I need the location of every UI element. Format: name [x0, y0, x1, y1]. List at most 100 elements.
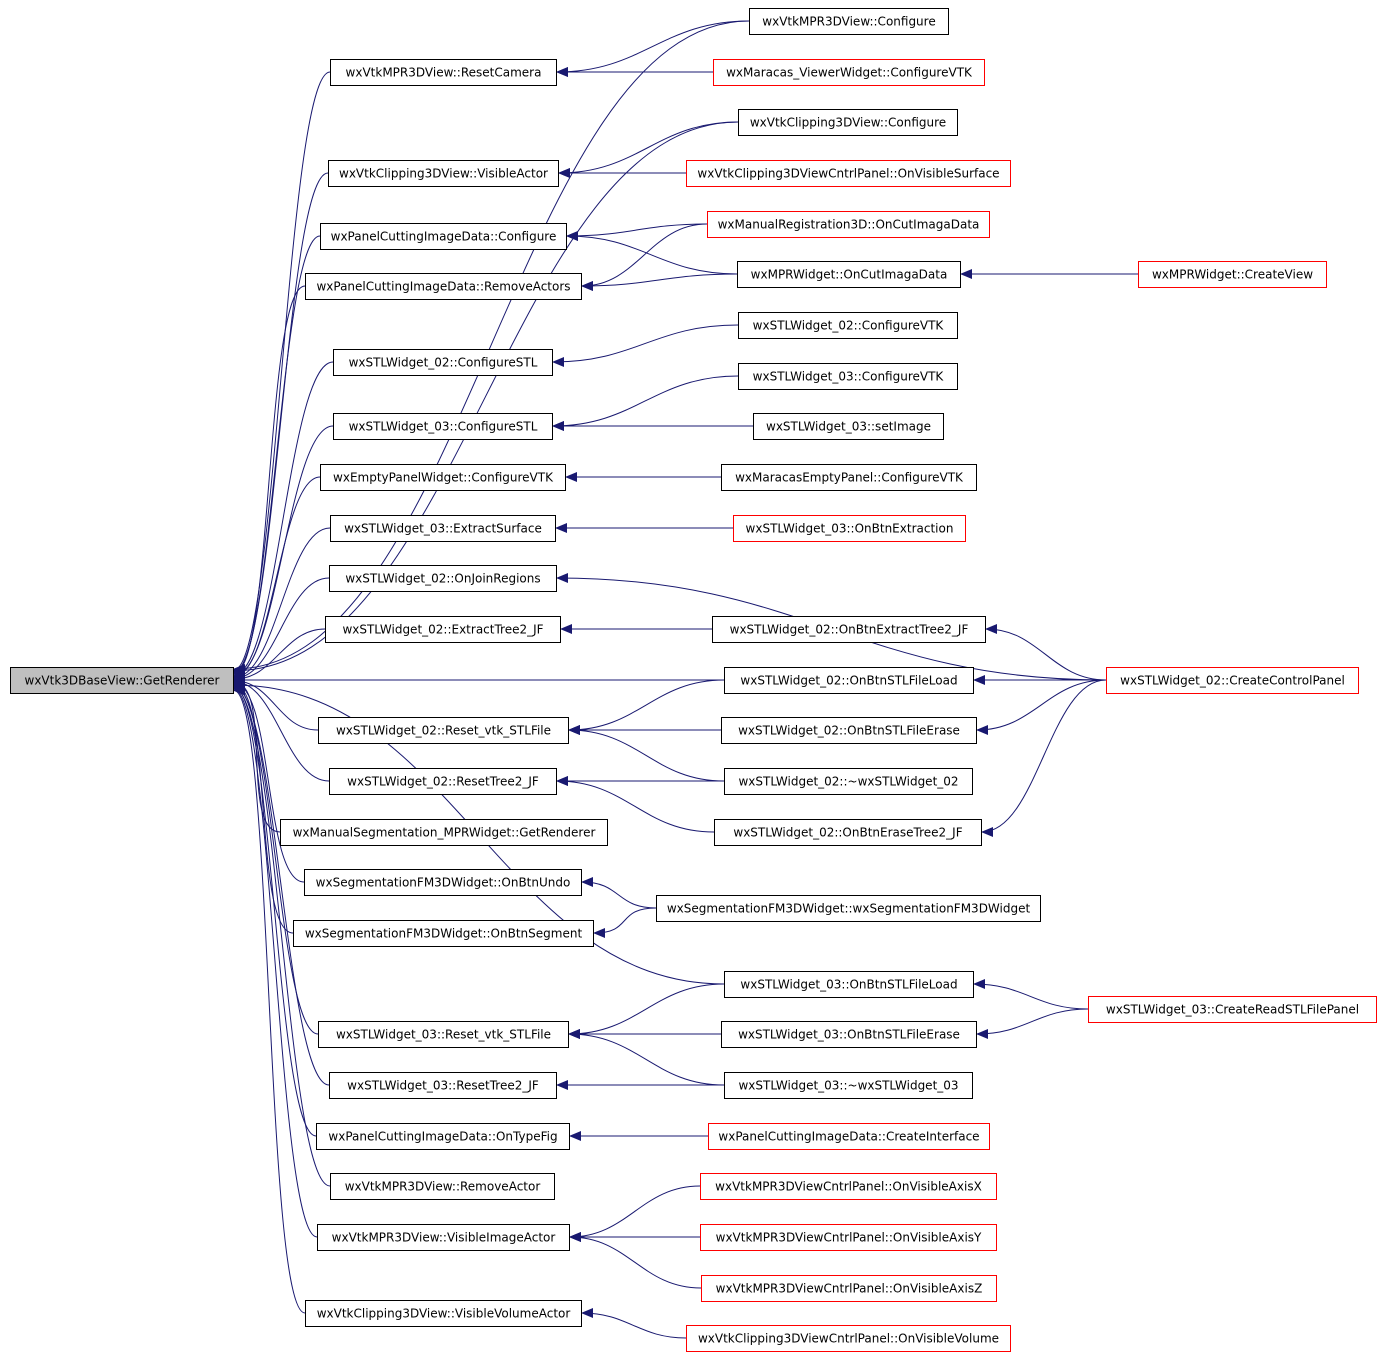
node-label: wxSTLWidget_02::ResetTree2_JF	[347, 775, 539, 789]
node-box	[686, 160, 1011, 187]
edge-n29-to-n26	[568, 725, 725, 782]
node-wxvtkmpr3dviewcntrlpanel-onvisibleaxisy[interactable]: wxVtkMPR3DViewCntrlPanel::OnVisibleAxisY	[700, 1224, 997, 1251]
node-wxvtkmpr3dview-configure[interactable]: wxVtkMPR3DView::Configure	[749, 8, 949, 35]
node-wxstlwidget-02-dtor-wxstlwidget-02[interactable]: wxSTLWidget_02::~wxSTLWidget_02	[724, 768, 973, 795]
node-wxpanelcuttingimagedata-configure[interactable]: wxPanelCuttingImageData::Configure	[320, 223, 567, 250]
edge-n39-to-root	[233, 681, 330, 1086]
node-label: wxVtkMPR3DView::VisibleImageActor	[332, 1231, 556, 1245]
node-box	[330, 59, 557, 86]
node-wxstlwidget-02-extracttree2-jf[interactable]: wxSTLWidget_02::ExtractTree2_JF	[325, 616, 561, 643]
edge-n25-to-n23	[985, 624, 1107, 681]
node-label: wxMPRWidget::CreateView	[1152, 268, 1313, 282]
node-wxstlwidget-03-configurevtk[interactable]: wxSTLWidget_03::ConfigureVTK	[738, 363, 958, 390]
node-wxstlwidget-03-resettree2-jf[interactable]: wxSTLWidget_03::ResetTree2_JF	[329, 1072, 557, 1099]
edge-n1-to-n2	[556, 20, 750, 77]
node-label: wxSTLWidget_02::OnBtnSTLFileLoad	[740, 674, 957, 688]
node-wxstlwidget-02-onjoinregions[interactable]: wxSTLWidget_02::OnJoinRegions	[329, 565, 557, 592]
node-wxstlwidget-02-onbtnextracttree2-jf[interactable]: wxSTLWidget_02::OnBtnExtractTree2_JF	[712, 616, 986, 643]
node-wxstlwidget-02-configurestl[interactable]: wxSTLWidget_02::ConfigureSTL	[333, 349, 553, 376]
node-wxstlwidget-02-onbtnerasetree2-jf[interactable]: wxSTLWidget_02::OnBtnEraseTree2_JF	[714, 819, 982, 846]
node-wxvtkclipping3dview-visiblevolumeactor[interactable]: wxVtkClipping3DView::VisibleVolumeActor	[305, 1300, 582, 1327]
edge	[233, 685, 306, 1314]
node-wxvtkmpr3dview-visibleimageactor[interactable]: wxVtkMPR3DView::VisibleImageActor	[317, 1224, 570, 1251]
edge	[556, 776, 715, 833]
node-label: wxVtkClipping3DView::VisibleVolumeActor	[317, 1307, 571, 1321]
node-wxvtkclipping3dview-configure[interactable]: wxVtkClipping3DView::Configure	[738, 109, 958, 136]
node-box	[707, 211, 990, 238]
node-wxstlwidget-02-configurevtk[interactable]: wxSTLWidget_02::ConfigureVTK	[738, 312, 958, 339]
node-wxstlwidget-03-onbtnstlfileerase[interactable]: wxSTLWidget_03::OnBtnSTLFileErase	[721, 1021, 977, 1048]
node-label: wxVtkClipping3DViewCntrlPanel::OnVisible…	[698, 1332, 999, 1346]
node-wxstlwidget-02-createcontrolpanel[interactable]: wxSTLWidget_02::CreateControlPanel	[1106, 667, 1359, 694]
node-wxsegmentationfm3dwidget-onbtnsegment[interactable]: wxSegmentationFM3DWidget::OnBtnSegment	[293, 920, 594, 947]
node-wxstlwidget-03-onbtnextraction[interactable]: wxSTLWidget_03::OnBtnExtraction	[733, 515, 966, 542]
node-label: wxVtkClipping3DView::Configure	[750, 116, 946, 130]
node-label: wxSTLWidget_03::ResetTree2_JF	[347, 1079, 539, 1093]
node-label: wxVtkClipping3DViewCntrlPanel::OnVisible…	[697, 167, 999, 181]
node-wxvtkmpr3dviewcntrlpanel-onvisibleaxisz[interactable]: wxVtkMPR3DViewCntrlPanel::OnVisibleAxisZ	[701, 1275, 997, 1302]
node-box	[753, 413, 944, 440]
edge-n37-to-root	[233, 680, 319, 1035]
node-wxpanelcuttingimagedata-removeactors[interactable]: wxPanelCuttingImageData::RemoveActors	[305, 273, 582, 300]
edge	[233, 682, 317, 1137]
node-wxsegmentationfm3dwidget-wxsegmentationfm3dwidget[interactable]: wxSegmentationFM3DWidget::wxSegmentation…	[656, 895, 1041, 922]
node-box	[325, 616, 561, 643]
node-wxstlwidget-02-onbtnstlfileerase[interactable]: wxSTLWidget_02::OnBtnSTLFileErase	[721, 717, 977, 744]
edge	[233, 71, 331, 675]
node-wxvtkmpr3dview-resetcamera[interactable]: wxVtkMPR3DView::ResetCamera	[330, 59, 557, 86]
node-wxmprwidget-createview[interactable]: wxMPRWidget::CreateView	[1138, 261, 1327, 288]
edge-n15-to-root	[233, 425, 334, 681]
node-box	[304, 869, 582, 896]
node-label: wxVtkClipping3DView::VisibleActor	[339, 167, 548, 181]
node-wxmanualregistration3d-oncutimagadata[interactable]: wxManualRegistration3D::OnCutImagaData	[707, 211, 990, 238]
node-wxstlwidget-03-onbtnstlfileload[interactable]: wxSTLWidget_03::OnBtnSTLFileLoad	[724, 971, 974, 998]
node-wxsegmentationfm3dwidget-onbtnundo[interactable]: wxSegmentationFM3DWidget::OnBtnUndo	[304, 869, 582, 896]
edge-n40-to-n37	[568, 1029, 725, 1086]
node-box	[317, 1224, 570, 1251]
edge-n21-to-root	[233, 577, 330, 684]
node-wxpanelcuttingimagedata-createinterface[interactable]: wxPanelCuttingImageData::CreateInterface	[708, 1123, 990, 1150]
node-box	[318, 1021, 569, 1048]
edge-n9-to-root	[233, 285, 306, 679]
node-wxmprwidget-oncutimagadata[interactable]: wxMPRWidget::OnCutImagaData	[737, 261, 961, 288]
node-box	[686, 1325, 1011, 1352]
node-label: wxSTLWidget_02::Reset_vtk_STLFile	[336, 724, 551, 738]
edge-n4-to-n5	[558, 121, 739, 178]
node-wxstlwidget-03-configurestl[interactable]: wxSTLWidget_03::ConfigureSTL	[333, 413, 553, 440]
node-wxvtkclipping3dviewcntrlpanel-onvisiblevolume[interactable]: wxVtkClipping3DViewCntrlPanel::OnVisible…	[686, 1325, 1011, 1352]
node-box	[713, 59, 985, 86]
edge	[556, 20, 750, 77]
node-wxvtkmpr3dview-removeactor[interactable]: wxVtkMPR3DView::RemoveActor	[330, 1173, 555, 1200]
node-wxstlwidget-02-reset-vtk-stlfile[interactable]: wxSTLWidget_02::Reset_vtk_STLFile	[318, 717, 569, 744]
node-box	[721, 1021, 977, 1048]
node-label: wxVtkMPR3DView::ResetCamera	[346, 66, 542, 80]
node-wxmaracas-viewerwidget-configurevtk[interactable]: wxMaracas_ViewerWidget::ConfigureVTK	[713, 59, 985, 86]
edge-n12-to-n13	[552, 324, 739, 367]
node-wxemptypanelwidget-configurevtk[interactable]: wxEmptyPanelWidget::ConfigureVTK	[320, 464, 566, 491]
node-label: wxSTLWidget_03::ExtractSurface	[344, 522, 542, 536]
edge-n33-to-n32	[581, 877, 657, 909]
node-wxpanelcuttingimagedata-ontypefig[interactable]: wxPanelCuttingImageData::OnTypeFig	[316, 1123, 570, 1150]
node-wxvtk3dbaseview-getrenderer[interactable]: wxVtk3DBaseView::GetRenderer	[10, 667, 234, 694]
node-wxstlwidget-02-onbtnstlfileload[interactable]: wxSTLWidget_02::OnBtnSTLFileLoad	[724, 667, 974, 694]
edge	[568, 725, 725, 782]
node-wxmaracasemptypanel-configurevtk[interactable]: wxMaracasEmptyPanel::ConfigureVTK	[721, 464, 977, 491]
node-wxstlwidget-03-dtor-wxstlwidget-03[interactable]: wxSTLWidget_03::~wxSTLWidget_03	[724, 1072, 973, 1099]
node-wxstlwidget-03-extractsurface[interactable]: wxSTLWidget_03::ExtractSurface	[330, 515, 556, 542]
node-wxstlwidget-03-createreadstlfilepanel[interactable]: wxSTLWidget_03::CreateReadSTLFilePanel	[1088, 996, 1377, 1023]
edge	[233, 683, 331, 1187]
node-label: wxPanelCuttingImageData::Configure	[331, 230, 557, 244]
node-wxvtkmpr3dviewcntrlpanel-onvisibleaxisx[interactable]: wxVtkMPR3DViewCntrlPanel::OnVisibleAxisX	[700, 1173, 997, 1200]
node-wxstlwidget-02-resettree2-jf[interactable]: wxSTLWidget_02::ResetTree2_JF	[329, 768, 557, 795]
node-label: wxSTLWidget_03::~wxSTLWidget_03	[738, 1079, 958, 1093]
edge	[233, 425, 334, 681]
edge-n5-to-root	[233, 172, 329, 677]
node-box	[721, 464, 977, 491]
node-wxstlwidget-03-reset-vtk-stlfile[interactable]: wxSTLWidget_03::Reset_vtk_STLFile	[318, 1021, 569, 1048]
node-wxstlwidget-03-setimage[interactable]: wxSTLWidget_03::setImage	[753, 413, 944, 440]
node-wxvtkclipping3dview-visibleactor[interactable]: wxVtkClipping3DView::VisibleActor	[328, 160, 559, 187]
node-label: wxSTLWidget_03::OnBtnExtraction	[746, 522, 954, 536]
node-wxmanualsegmentation-mprwidget-getrenderer[interactable]: wxManualSegmentation_MPRWidget::GetRende…	[280, 819, 608, 846]
node-wxvtkclipping3dviewcntrlpanel-onvisiblesurface[interactable]: wxVtkClipping3DViewCntrlPanel::OnVisible…	[686, 160, 1011, 187]
edge	[568, 679, 725, 735]
